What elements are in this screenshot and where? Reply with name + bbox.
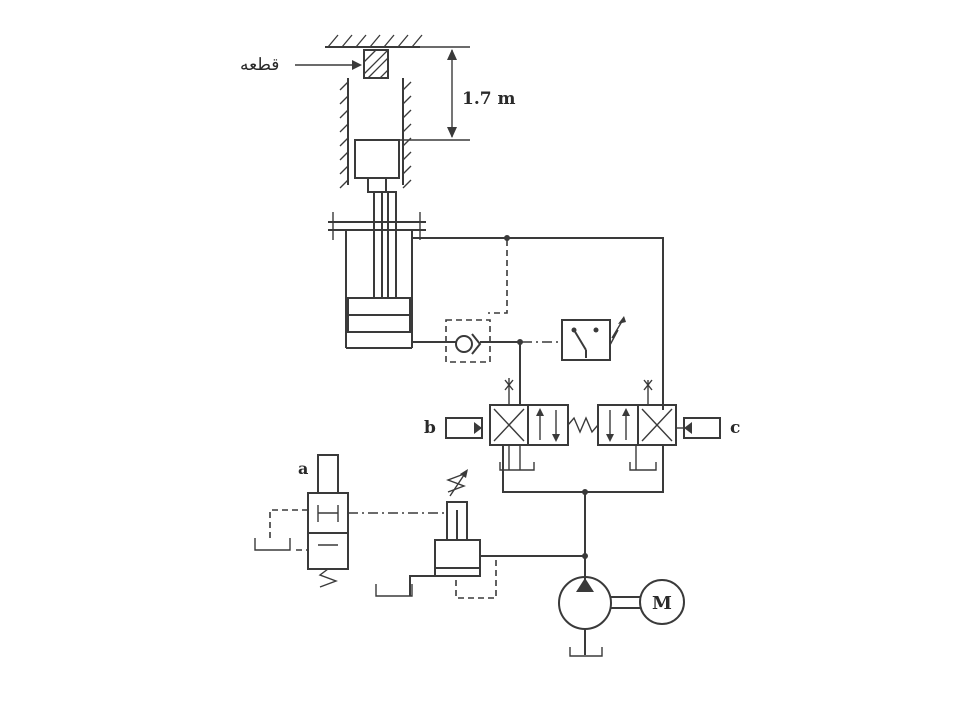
distance-dimension	[400, 46, 470, 141]
lifting-platform	[354, 139, 400, 193]
label-c: c	[730, 418, 740, 438]
main-lines	[412, 235, 664, 410]
pilot-check-valve	[445, 319, 491, 363]
label-a: a	[298, 459, 308, 478]
guide-channel	[339, 78, 412, 189]
label-b: b	[424, 418, 436, 438]
part-arrow	[295, 60, 362, 70]
valve-a	[254, 454, 447, 588]
directional-valve-b	[445, 378, 599, 471]
distance-label: 1.7 m	[462, 89, 515, 109]
relief-valve	[375, 469, 585, 599]
directional-valve-c	[597, 379, 721, 471]
supply-manifold	[502, 445, 664, 580]
workpiece-block	[363, 49, 389, 79]
motor-label: M	[652, 593, 672, 614]
fixed-ceiling	[325, 34, 423, 48]
pump	[558, 576, 640, 657]
hydraulic-cylinder	[328, 191, 426, 349]
pressure-switch	[561, 316, 626, 361]
motor	[639, 579, 685, 625]
part-label: قطعه	[240, 55, 279, 75]
